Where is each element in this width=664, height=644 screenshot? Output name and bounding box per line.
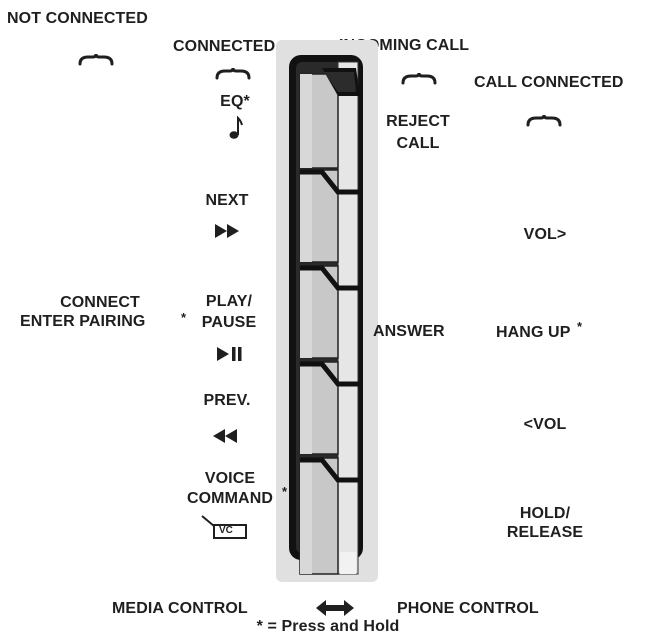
vc-icon-text: VC bbox=[219, 525, 233, 536]
voice-command-star: * bbox=[282, 484, 288, 499]
vol-down-label: <VOL bbox=[523, 416, 567, 433]
prev-label: PREV. bbox=[203, 392, 251, 409]
voice-label: VOICE bbox=[204, 470, 256, 487]
hang-up-star: * bbox=[577, 319, 583, 334]
release-label: RELEASE bbox=[506, 524, 584, 541]
eq-label: EQ* bbox=[220, 93, 250, 110]
call-label: CALL bbox=[396, 135, 440, 152]
button-3[interactable] bbox=[299, 265, 362, 362]
press-and-hold-note: * = Press and Hold bbox=[256, 618, 400, 635]
double-arrow-icon bbox=[316, 600, 354, 616]
rewind-icon bbox=[213, 429, 237, 443]
button-5[interactable] bbox=[299, 457, 362, 576]
command-label: COMMAND bbox=[186, 490, 274, 507]
enter-pairing-star: * bbox=[181, 310, 187, 325]
vol-up-label: VOL> bbox=[523, 226, 567, 243]
hold-label: HOLD/ bbox=[519, 505, 571, 522]
phone-control-label: PHONE CONTROL bbox=[397, 600, 539, 617]
button-4[interactable] bbox=[299, 361, 362, 458]
music-note-icon bbox=[229, 115, 243, 139]
button-2[interactable] bbox=[299, 169, 362, 266]
brace-not-connected-icon bbox=[78, 53, 114, 66]
brace-connected-icon bbox=[215, 67, 251, 80]
connect-label: CONNECT bbox=[60, 294, 140, 311]
next-label: NEXT bbox=[205, 192, 249, 209]
media-control-label: MEDIA CONTROL bbox=[112, 600, 248, 617]
enter-pairing-label: ENTER PAIRING bbox=[20, 313, 146, 330]
fast-forward-icon bbox=[215, 224, 239, 238]
state-not-connected: NOT CONNECTED bbox=[7, 10, 148, 27]
voice-command-icon bbox=[201, 515, 247, 539]
brace-incoming-call-icon bbox=[401, 72, 437, 85]
hang-up-label: HANG UP bbox=[496, 324, 571, 341]
brace-call-connected-icon bbox=[526, 114, 562, 127]
button-1[interactable] bbox=[299, 66, 362, 170]
pause-label: PAUSE bbox=[201, 314, 257, 331]
reject-label: REJECT bbox=[386, 113, 450, 130]
answer-label: ANSWER bbox=[373, 323, 445, 340]
play-pause-icon bbox=[217, 347, 242, 361]
state-call-connected: CALL CONNECTED bbox=[474, 74, 624, 91]
state-connected: CONNECTED bbox=[173, 38, 276, 55]
play-label: PLAY/ bbox=[205, 293, 253, 310]
